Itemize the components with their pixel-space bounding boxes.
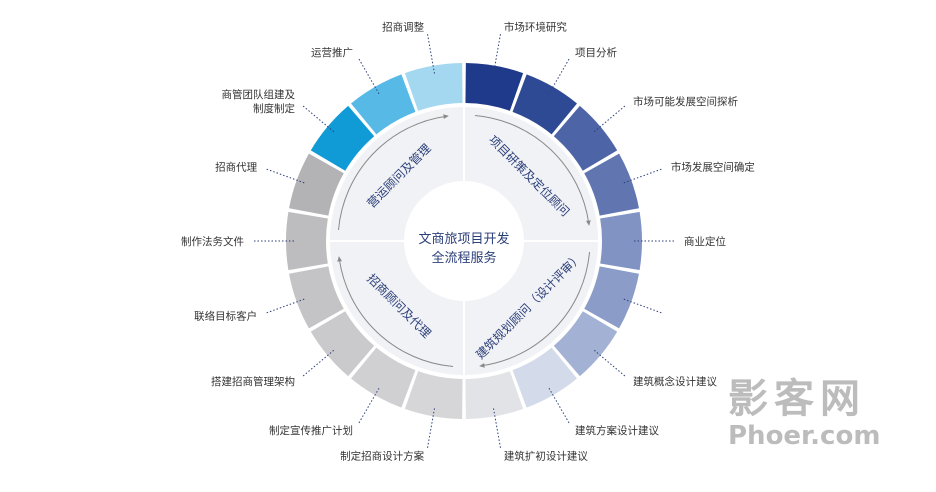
center-disc [404, 181, 524, 301]
ring-segment [553, 311, 618, 377]
ring-segment [553, 105, 618, 171]
segment-label: 制定招商设计方案 [340, 450, 424, 463]
center-title-line2: 全流程服务 [431, 250, 496, 266]
ring-segment [286, 211, 328, 271]
segment-label: 招商调整 [382, 20, 424, 33]
ring-segment [465, 371, 524, 419]
outer-ring [252, 32, 676, 450]
segment-label: 市场发展空间确定 [671, 160, 755, 173]
segment-label: 市场可能发展空间探析 [633, 95, 738, 108]
ring-segment [351, 74, 416, 135]
leader-line [623, 298, 664, 314]
segment-label: 制作法务文件 [181, 235, 244, 248]
leader-line [493, 408, 502, 450]
leader-line [426, 408, 435, 450]
flow-arrow [474, 114, 591, 226]
center-title-line1: 文商旅项目开发 [418, 231, 509, 247]
leader-line [548, 387, 571, 425]
segment-label: 运营推广 [311, 46, 353, 59]
segment-label: 建筑方案设计建议 [575, 424, 659, 437]
ring-segment [351, 347, 416, 408]
leader-line [593, 104, 627, 133]
ring-segment [404, 63, 463, 111]
leader-line [623, 168, 664, 184]
segment-label: 制度制定 [253, 102, 295, 115]
segment-label: 项目分析 [575, 46, 617, 59]
ring-segment [584, 153, 639, 216]
segment-labels: 市场环境研究项目分析市场可能发展空间探析市场发展空间确定商业定位建筑概念设计建议… [181, 20, 755, 462]
ring-segment [289, 153, 344, 216]
segment-label: 商管团队组建及 [222, 88, 296, 101]
watermark-url: Phoer.com [728, 421, 880, 451]
leader-line [593, 349, 627, 378]
ring-segment [310, 105, 375, 171]
leader-line [357, 57, 380, 95]
ring-segment [310, 311, 375, 377]
segment-label: 建筑概念设计建议 [633, 375, 717, 388]
watermark-title: 影客网 [728, 376, 866, 422]
flow-arrow [337, 114, 449, 231]
ring-segment [404, 371, 463, 419]
leader-line [301, 349, 335, 378]
ring-segment [465, 63, 524, 111]
leader-line [426, 32, 435, 74]
ring-segment [289, 266, 344, 329]
ring-segment [600, 211, 643, 271]
segment-label: 建筑扩初设计建议 [504, 450, 588, 463]
leader-line [301, 104, 335, 133]
segment-label: 市场环境研究 [504, 20, 567, 33]
segment-label: 搭建招商管理架构 [211, 375, 295, 388]
segment-label: 商业定位 [684, 235, 726, 248]
leader-line [548, 57, 571, 95]
leader-line [493, 32, 502, 74]
segment-label: 制定宣传推广计划 [269, 424, 353, 437]
leader-line [357, 387, 380, 425]
segment-label: 招商代理 [215, 160, 257, 173]
ring-segment [584, 266, 639, 329]
ring-segment [512, 74, 577, 135]
leader-line [264, 298, 305, 314]
segment-label: 联络目标客户 [194, 310, 257, 323]
leader-line [264, 168, 305, 184]
flow-arrow [479, 251, 591, 368]
ring-segment [512, 347, 577, 408]
flow-arrows [337, 114, 591, 368]
watermark: 影客网 Phoer.com [728, 376, 880, 451]
flow-arrow [337, 256, 454, 368]
